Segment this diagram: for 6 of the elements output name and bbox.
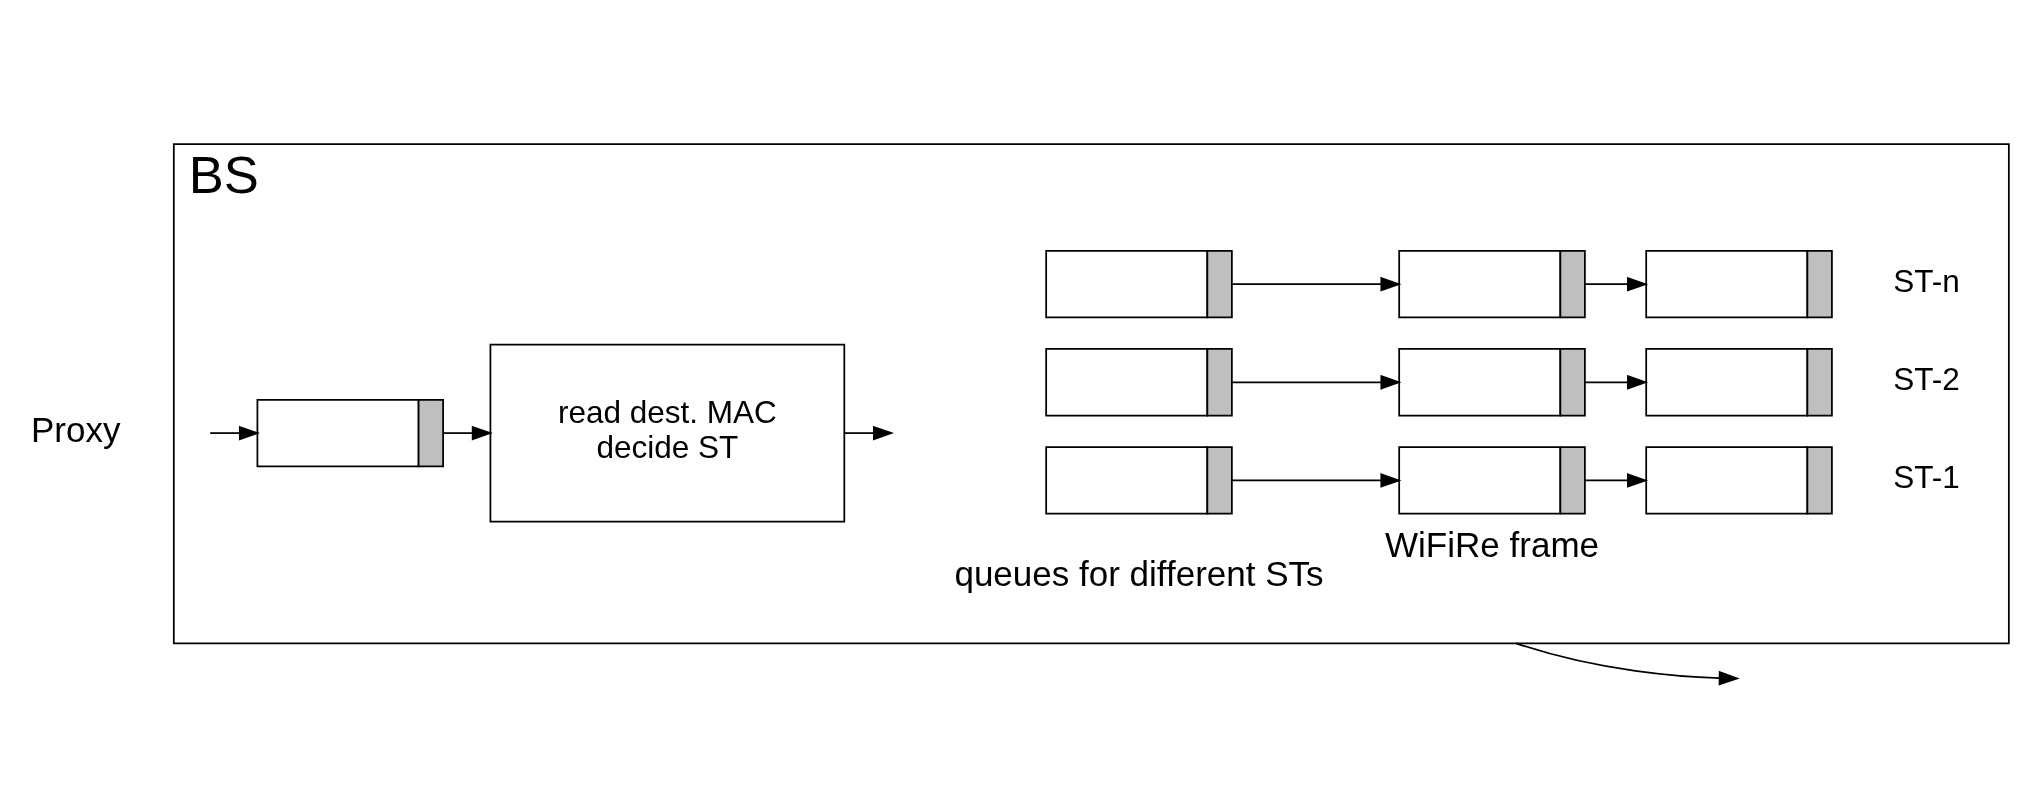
label: queues for different STs [954, 553, 1324, 593]
label: Proxy [30, 409, 121, 449]
node-label: ST-2 [1893, 360, 1960, 397]
node-label: ST-1 [1893, 458, 1960, 495]
edge-label: WiFiRe frame [1385, 524, 1600, 564]
node-label: ST-n [1893, 262, 1960, 299]
